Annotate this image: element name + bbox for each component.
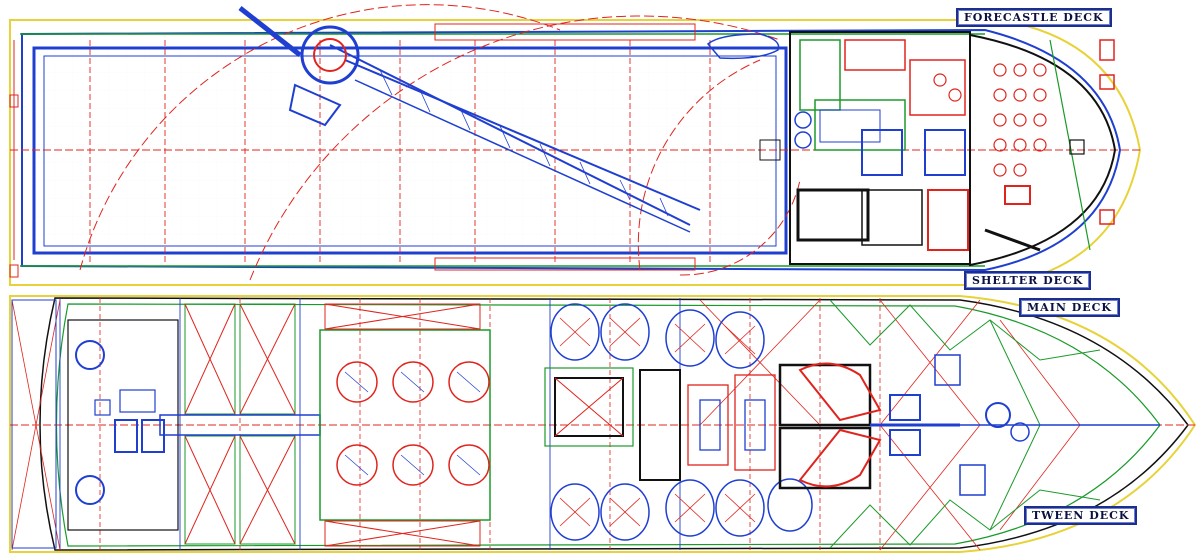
upper-deck-plan (9, 4, 1142, 286)
bow-equipment (934, 354, 1160, 496)
cement-silos (319, 329, 491, 521)
upper-hull (21, 28, 1122, 272)
pump-room (639, 369, 776, 481)
mess-area (933, 33, 1117, 267)
crane-pedestal (300, 25, 360, 85)
lower-deck-plan (9, 295, 1197, 553)
main-deck-label: MAIN DECK (1019, 298, 1120, 317)
moon-pool (544, 367, 634, 447)
crane (238, 6, 701, 233)
bow-thruster-machinery (778, 362, 960, 490)
accommodation-block (759, 31, 971, 265)
tween-deck-label: TWEEN DECK (1024, 506, 1138, 525)
engine-room (67, 319, 179, 531)
shelter-deck-label: SHELTER DECK (964, 271, 1092, 290)
forecastle-deck-label: FORECASTLE DECK (956, 8, 1112, 27)
liquid-mud-tanks (550, 303, 813, 541)
aft-tanks (184, 303, 296, 545)
rescue-boat (706, 33, 780, 60)
